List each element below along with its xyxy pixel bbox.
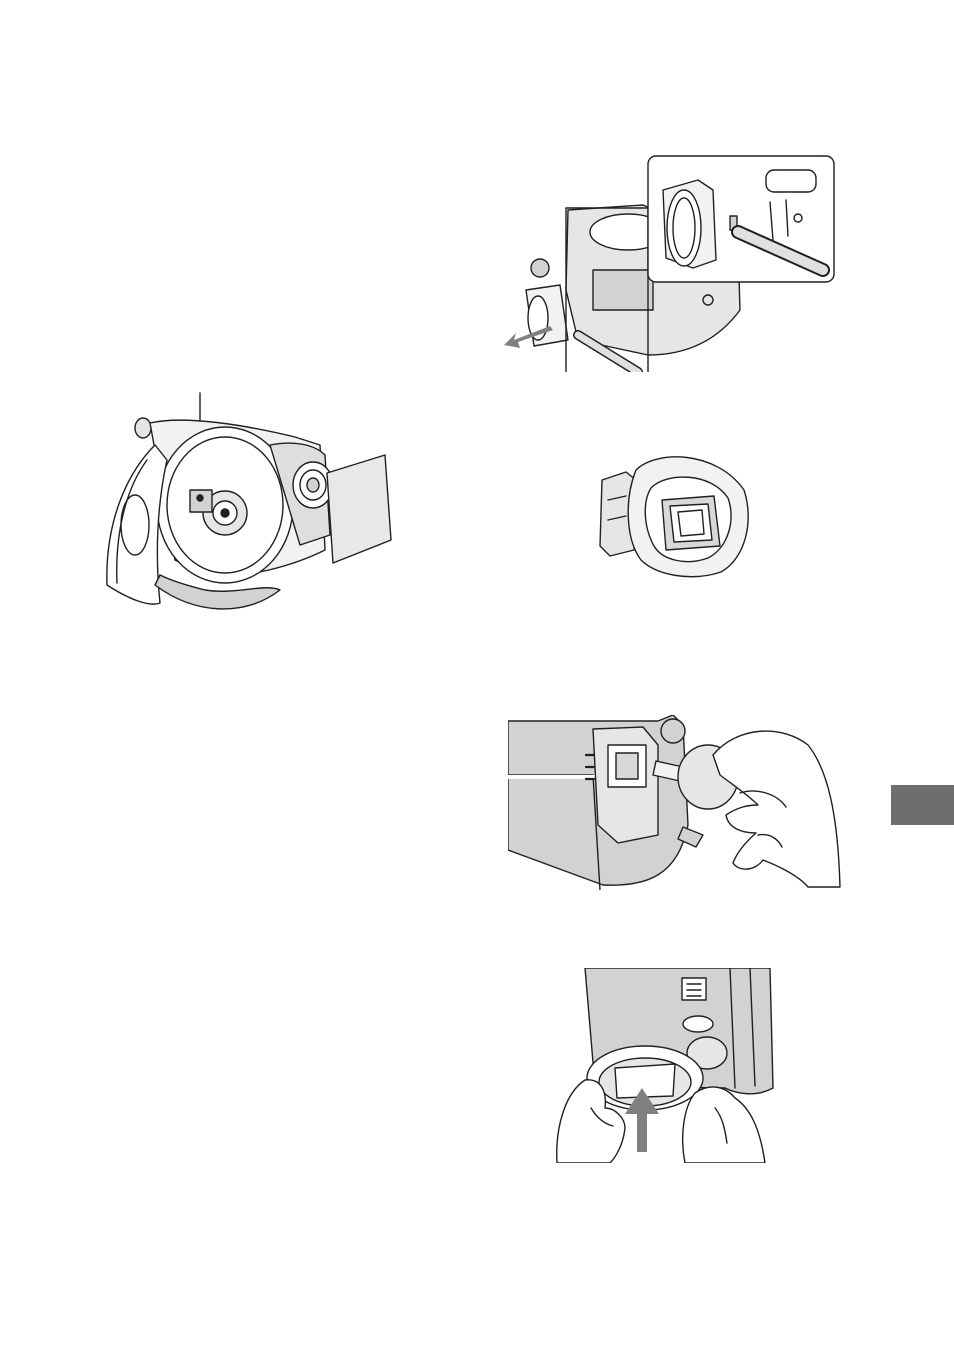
section-tab-marker: [891, 785, 954, 825]
camcorder-disc-figure: [95, 385, 395, 625]
eyecup-removal-figure: [498, 150, 843, 372]
lens-cleaning-figure: [555, 968, 780, 1163]
eyecup-figure: [596, 450, 756, 580]
viewfinder-cleaning-figure: [508, 715, 848, 890]
